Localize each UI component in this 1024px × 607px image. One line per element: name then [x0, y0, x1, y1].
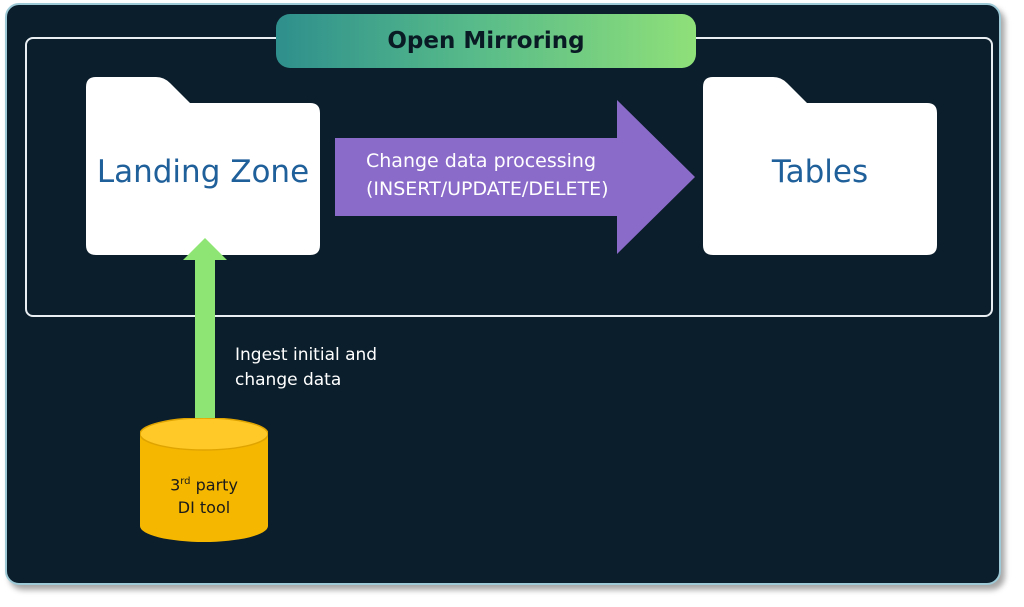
change-processing-text: Change data processing (INSERT/UPDATE/DE… — [366, 147, 626, 203]
landing-zone-label: Landing Zone — [96, 154, 310, 190]
folder-icon — [86, 77, 320, 255]
tables-folder: Tables — [703, 77, 937, 255]
tables-label: Tables — [771, 154, 869, 190]
landing-zone-folder: Landing Zone — [86, 77, 320, 255]
change-processing-line1: Change data processing — [366, 150, 597, 172]
ingest-line2: change data — [235, 370, 342, 390]
source-tool-line1: 3rd party — [170, 475, 238, 495]
open-mirroring-title: Open Mirroring — [276, 14, 696, 68]
ingest-arrow — [183, 238, 227, 424]
change-processing-arrow — [335, 100, 695, 254]
ingest-text: Ingest initial and change data — [235, 343, 435, 393]
ingest-line1: Ingest initial and — [235, 345, 378, 365]
change-processing-line2: (INSERT/UPDATE/DELETE) — [366, 178, 609, 200]
database-icon — [140, 418, 268, 542]
source-tool-line2: DI tool — [177, 498, 231, 518]
source-tool-label: 3rd party DI tool — [140, 470, 268, 519]
folder-icon — [703, 77, 937, 255]
